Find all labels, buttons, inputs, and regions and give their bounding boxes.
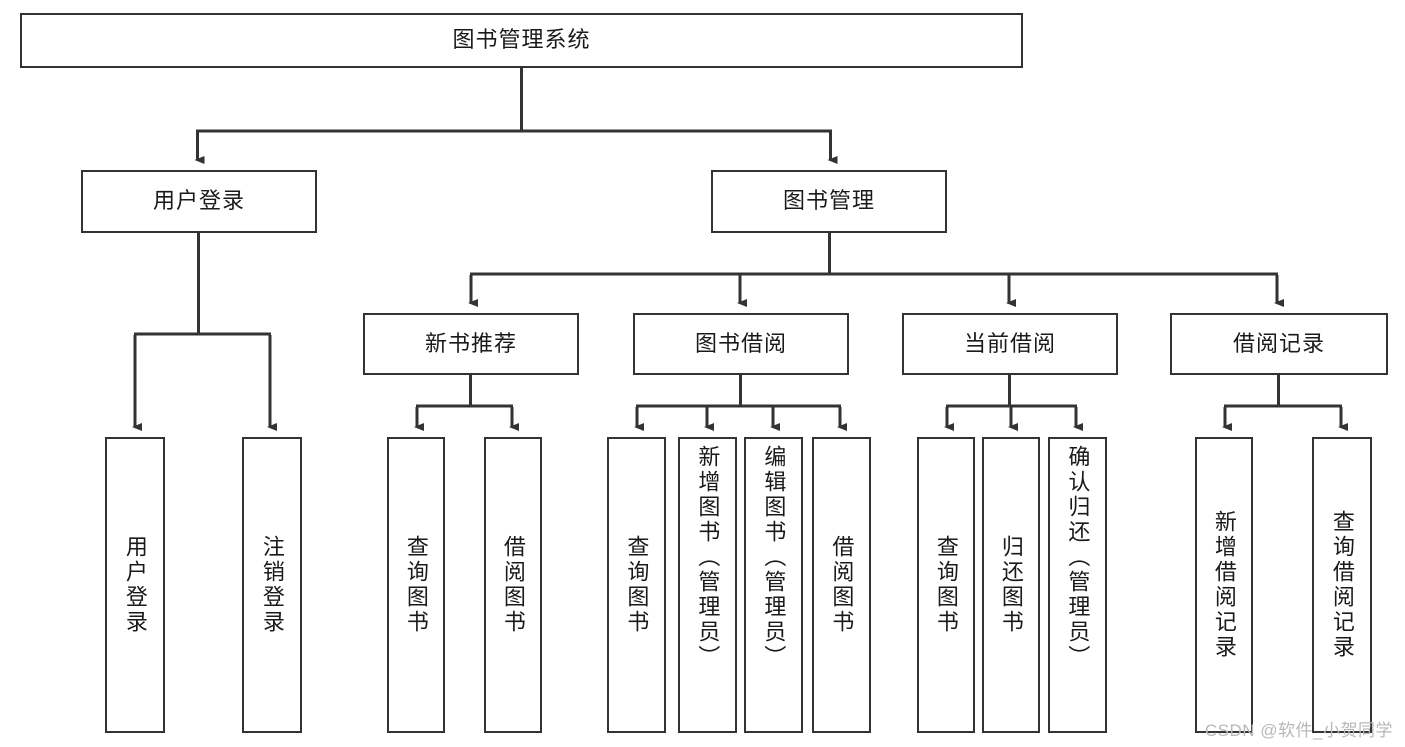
node-leaf-query-record[interactable]: 查询借阅记录 (1312, 437, 1372, 733)
node-leaf-add-record-label: 新增借阅记录 (1211, 510, 1237, 660)
node-leaf-query-record-label: 查询借阅记录 (1329, 510, 1355, 660)
connector-newbook-to-leaves (414, 375, 519, 431)
node-leaf-query-book-current-label: 查询图书 (933, 535, 959, 635)
node-book-borrow-label: 图书借阅 (694, 330, 787, 356)
node-book-borrow[interactable]: 图书借阅 (633, 313, 849, 375)
node-book-manage[interactable]: 图书管理 (711, 170, 947, 233)
node-borrow-record[interactable]: 借阅记录 (1170, 313, 1388, 375)
node-leaf-add-book-label: 新增图书（管理员） (695, 445, 721, 670)
node-leaf-borrow-book-rec-label: 借阅图书 (500, 535, 526, 635)
node-leaf-edit-book-label: 编辑图书（管理员） (761, 445, 787, 670)
node-leaf-query-book-rec-label: 查询图书 (403, 535, 429, 635)
node-leaf-user-login-label: 用户登录 (122, 535, 148, 635)
node-leaf-logout[interactable]: 注销登录 (242, 437, 302, 733)
node-leaf-return-book-label: 归还图书 (998, 535, 1024, 635)
connector-currentborrow-to-leaves (944, 375, 1083, 431)
node-current-borrow-label: 当前借阅 (963, 330, 1056, 356)
node-user-login-label: 用户登录 (152, 188, 245, 214)
node-leaf-query-book-borrow[interactable]: 查询图书 (607, 437, 666, 733)
node-leaf-add-book[interactable]: 新增图书（管理员） (678, 437, 737, 733)
node-leaf-borrow-book-rec[interactable]: 借阅图书 (484, 437, 542, 733)
connector-bookmanage-to-level2 (468, 233, 1284, 307)
node-leaf-borrow-book[interactable]: 借阅图书 (812, 437, 871, 733)
node-new-book-rec[interactable]: 新书推荐 (363, 313, 579, 375)
connector-root-to-level1 (194, 68, 838, 164)
node-leaf-confirm-return-label: 确认归还（管理员） (1065, 445, 1091, 670)
connector-userlogin-to-leaves (132, 233, 277, 431)
node-root[interactable]: 图书管理系统 (20, 13, 1023, 68)
node-leaf-logout-label: 注销登录 (259, 535, 285, 635)
connector-borrowrecord-to-leaves (1222, 375, 1348, 431)
csdn-watermark: CSDN @软件_小贺同学 (1204, 721, 1393, 740)
node-leaf-return-book[interactable]: 归还图书 (982, 437, 1040, 733)
node-leaf-query-book-current[interactable]: 查询图书 (917, 437, 975, 733)
node-book-manage-label: 图书管理 (782, 188, 875, 214)
connector-bookborrow-to-leaves (634, 375, 847, 431)
node-user-login[interactable]: 用户登录 (81, 170, 317, 233)
node-leaf-edit-book[interactable]: 编辑图书（管理员） (744, 437, 803, 733)
node-leaf-confirm-return[interactable]: 确认归还（管理员） (1048, 437, 1107, 733)
node-leaf-user-login[interactable]: 用户登录 (105, 437, 165, 733)
node-leaf-borrow-book-label: 借阅图书 (829, 535, 855, 635)
node-leaf-add-record[interactable]: 新增借阅记录 (1195, 437, 1253, 733)
node-borrow-record-label: 借阅记录 (1232, 330, 1325, 356)
node-leaf-query-book-rec[interactable]: 查询图书 (387, 437, 445, 733)
node-current-borrow[interactable]: 当前借阅 (902, 313, 1118, 375)
node-leaf-query-book-borrow-label: 查询图书 (624, 535, 650, 635)
node-root-label: 图书管理系统 (452, 27, 591, 53)
node-new-book-rec-label: 新书推荐 (424, 330, 517, 356)
